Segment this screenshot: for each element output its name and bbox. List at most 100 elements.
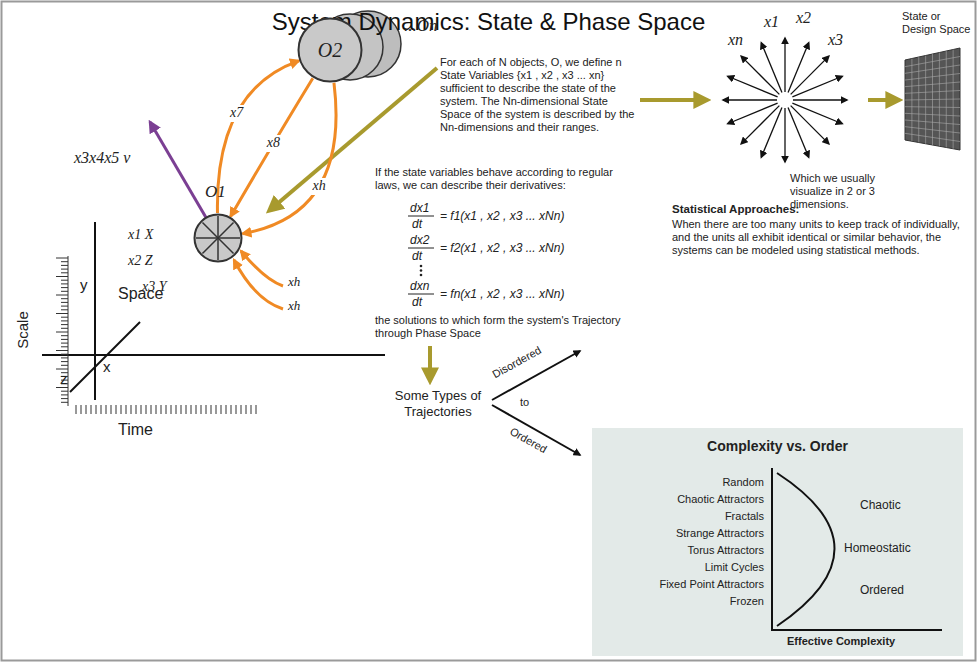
label: x1 X xyxy=(128,227,153,244)
axis xyxy=(771,468,773,630)
spoke xyxy=(788,107,809,157)
spoke xyxy=(784,108,785,162)
tick xyxy=(61,309,68,310)
label: xn xyxy=(728,30,743,49)
tick xyxy=(181,405,182,414)
tick xyxy=(91,405,92,414)
label: Space xyxy=(118,284,163,303)
tick xyxy=(61,402,68,403)
spoke xyxy=(723,99,777,100)
edge-label: x8 xyxy=(265,135,282,152)
tick xyxy=(56,369,68,370)
tick xyxy=(111,405,112,414)
panel-text: Frozen xyxy=(730,595,764,608)
tick xyxy=(61,261,68,262)
tick xyxy=(61,354,68,355)
label: For each of N objects, O, we define n St… xyxy=(440,56,635,134)
panel-text: Random xyxy=(722,476,764,489)
circle-outline xyxy=(195,215,242,262)
ruler-spine xyxy=(68,256,69,406)
panel-text: Homeostatic xyxy=(844,541,911,555)
tick xyxy=(61,298,68,299)
tick xyxy=(61,346,68,347)
influence-arrow xyxy=(243,83,336,234)
tick xyxy=(206,405,207,414)
tick xyxy=(61,287,68,288)
spoke xyxy=(792,103,842,124)
circle-spoke xyxy=(202,222,233,253)
label: = f2(x1 , x2 , x3 ... xNn) xyxy=(440,241,564,255)
tick xyxy=(56,350,68,351)
label: xh xyxy=(288,298,300,314)
tick xyxy=(61,357,68,358)
tick xyxy=(226,405,227,414)
label: Statistical Approaches: xyxy=(672,203,799,217)
tick xyxy=(191,405,192,414)
tick xyxy=(61,269,68,270)
tick xyxy=(61,328,68,329)
object-name: O1 xyxy=(205,182,226,202)
tick xyxy=(56,276,68,277)
grid-line xyxy=(905,99,960,100)
panel-text: Strange Attractors xyxy=(676,527,764,540)
tick xyxy=(61,302,68,303)
label: Ordered xyxy=(507,425,549,456)
object-name: O2 xyxy=(297,38,363,62)
tick xyxy=(106,405,107,414)
grid-line xyxy=(905,127,960,133)
spoke xyxy=(761,107,782,157)
ruler-ticks xyxy=(56,256,256,414)
panel-text: Fixed Point Attractors xyxy=(659,578,764,591)
label: dt xyxy=(412,295,422,309)
spoke xyxy=(793,99,847,100)
tick xyxy=(61,365,68,366)
label: dt xyxy=(412,249,422,263)
tick xyxy=(61,280,68,281)
grid-line xyxy=(905,65,960,73)
label: x2 xyxy=(796,8,811,27)
spoke xyxy=(761,43,782,93)
fraction-bars xyxy=(408,216,434,294)
label: x3 xyxy=(828,30,843,49)
label: Scale xyxy=(14,311,32,349)
label: ...On xyxy=(404,16,438,36)
tick xyxy=(241,405,242,414)
tick xyxy=(136,405,137,414)
tick xyxy=(61,283,68,284)
spoke xyxy=(728,76,778,97)
ellipsis-dots xyxy=(420,265,423,277)
tick xyxy=(61,361,68,362)
tick xyxy=(201,405,202,414)
label: y xyxy=(80,276,88,294)
spoke xyxy=(784,38,785,92)
label: z xyxy=(60,370,68,388)
label: Some Types of Trajectories xyxy=(383,388,493,419)
tick xyxy=(61,339,68,340)
complexity-curve xyxy=(777,473,835,626)
influence-arrow xyxy=(231,78,313,216)
label: dx1 xyxy=(410,201,429,215)
circle-shape xyxy=(193,213,243,263)
tick xyxy=(61,335,68,336)
tick xyxy=(61,320,68,321)
tick xyxy=(251,405,252,414)
panel-text: Fractals xyxy=(725,510,764,523)
grid-line xyxy=(905,82,960,87)
tick xyxy=(196,405,197,414)
label: to xyxy=(520,396,529,409)
spoke xyxy=(728,103,778,124)
tick xyxy=(126,405,127,414)
tick xyxy=(61,291,68,292)
object-circle: O1 xyxy=(193,213,243,263)
tick xyxy=(221,405,222,414)
label: Time xyxy=(118,420,153,439)
grid-line xyxy=(905,74,960,81)
panel-text: Ordered xyxy=(860,583,904,597)
object-circle: O2 xyxy=(297,17,363,83)
label: When there are too many units to keep tr… xyxy=(672,218,960,257)
tick xyxy=(76,405,77,414)
tick xyxy=(61,306,68,307)
grid-line xyxy=(905,120,960,125)
state-variable-star xyxy=(723,38,847,162)
